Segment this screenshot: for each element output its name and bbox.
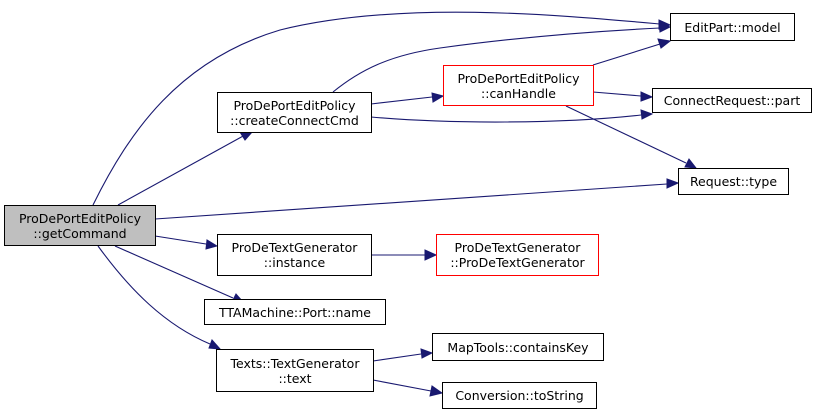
edge-arrowhead: [657, 38, 672, 49]
edge-getcommand-to-editpart-model: [92, 11, 661, 206]
edge-getcommand-to-port-name: [114, 245, 234, 299]
edge-arrowhead: [205, 239, 219, 250]
node-label: MapTools::containsKey: [447, 339, 589, 355]
node-label: ConnectRequest::part: [663, 93, 801, 108]
edge-texts-text-to-tostring: [372, 379, 432, 392]
edge-arrowhead: [666, 178, 680, 189]
node-label: ::ProDeTextGenerator: [450, 255, 585, 270]
edge-canhandle-to-connectrequest-part: [592, 91, 642, 97]
node-textgenerator-ctor[interactable]: ProDeTextGenerator ::ProDeTextGenerator: [436, 234, 599, 276]
node-label: ::canHandle: [481, 85, 556, 101]
node-getcommand: ProDePortEditPolicy ::getCommand: [4, 205, 156, 246]
node-label: Conversion::toString: [455, 388, 584, 403]
node-label: ProDePortEditPolicy: [18, 210, 142, 226]
edge-arrowhead: [640, 109, 654, 120]
node-port-name[interactable]: TTAMachine::Port::name: [204, 299, 386, 325]
node-label: EditPart::model: [684, 19, 781, 35]
node-textgenerator-instance[interactable]: ProDeTextGenerator ::instance: [217, 234, 372, 276]
node-request-type[interactable]: Request::type: [678, 168, 789, 195]
edge-arrowhead: [658, 22, 672, 33]
node-label: Request::type: [689, 174, 778, 189]
edge-arrowhead: [431, 92, 445, 103]
edge-createconnectcmd-to-canhandle: [370, 96, 433, 105]
node-canhandle[interactable]: ProDePortEditPolicy ::canHandle: [443, 65, 594, 106]
node-label: TTAMachine::Port::name: [218, 304, 372, 320]
edge-getcommand-to-textgenerator-instance: [154, 235, 207, 245]
node-tostring[interactable]: Conversion::toString: [442, 382, 597, 409]
edge-getcommand-to-request-type: [154, 183, 668, 220]
edge-getcommand-to-createconnectcmd: [117, 134, 246, 206]
node-label: ProDePortEditPolicy: [233, 97, 356, 113]
edge-createconnectcmd-to-connectrequest-part: [370, 114, 642, 123]
node-label: ProDePortEditPolicy: [457, 70, 580, 86]
node-containskey[interactable]: MapTools::containsKey: [432, 333, 604, 361]
node-createconnectcmd[interactable]: ProDePortEditPolicy ::createConnectCmd: [217, 92, 372, 133]
edge-arrowhead: [208, 339, 222, 350]
edge-texts-text-to-containskey: [372, 353, 422, 362]
node-texts-text[interactable]: Texts::TextGenerator ::text: [216, 349, 374, 392]
node-editpart-model[interactable]: EditPart::model: [670, 13, 795, 41]
node-label: ProDeTextGenerator: [231, 240, 358, 255]
node-label: ::getCommand: [33, 225, 127, 241]
node-label: ::createConnectCmd: [230, 112, 359, 128]
edge-canhandle-to-editpart-model: [592, 43, 661, 66]
edge-arrowhead: [640, 91, 654, 102]
node-label: ::text: [278, 370, 312, 386]
node-connectrequest-part[interactable]: ConnectRequest::part: [652, 88, 812, 113]
edge-arrowhead: [420, 348, 434, 359]
node-label: Texts::TextGenerator: [230, 355, 360, 371]
edge-createconnectcmd-to-editpart-model: [332, 27, 661, 93]
node-label: ProDeTextGenerator: [454, 240, 581, 255]
node-label: ::instance: [263, 255, 326, 270]
edge-arrowhead: [429, 385, 444, 397]
edge-getcommand-to-texts-text: [97, 245, 211, 345]
edge-canhandle-to-request-type: [565, 105, 687, 164]
edge-arrowhead: [684, 158, 698, 169]
edge-arrowhead: [424, 249, 438, 261]
